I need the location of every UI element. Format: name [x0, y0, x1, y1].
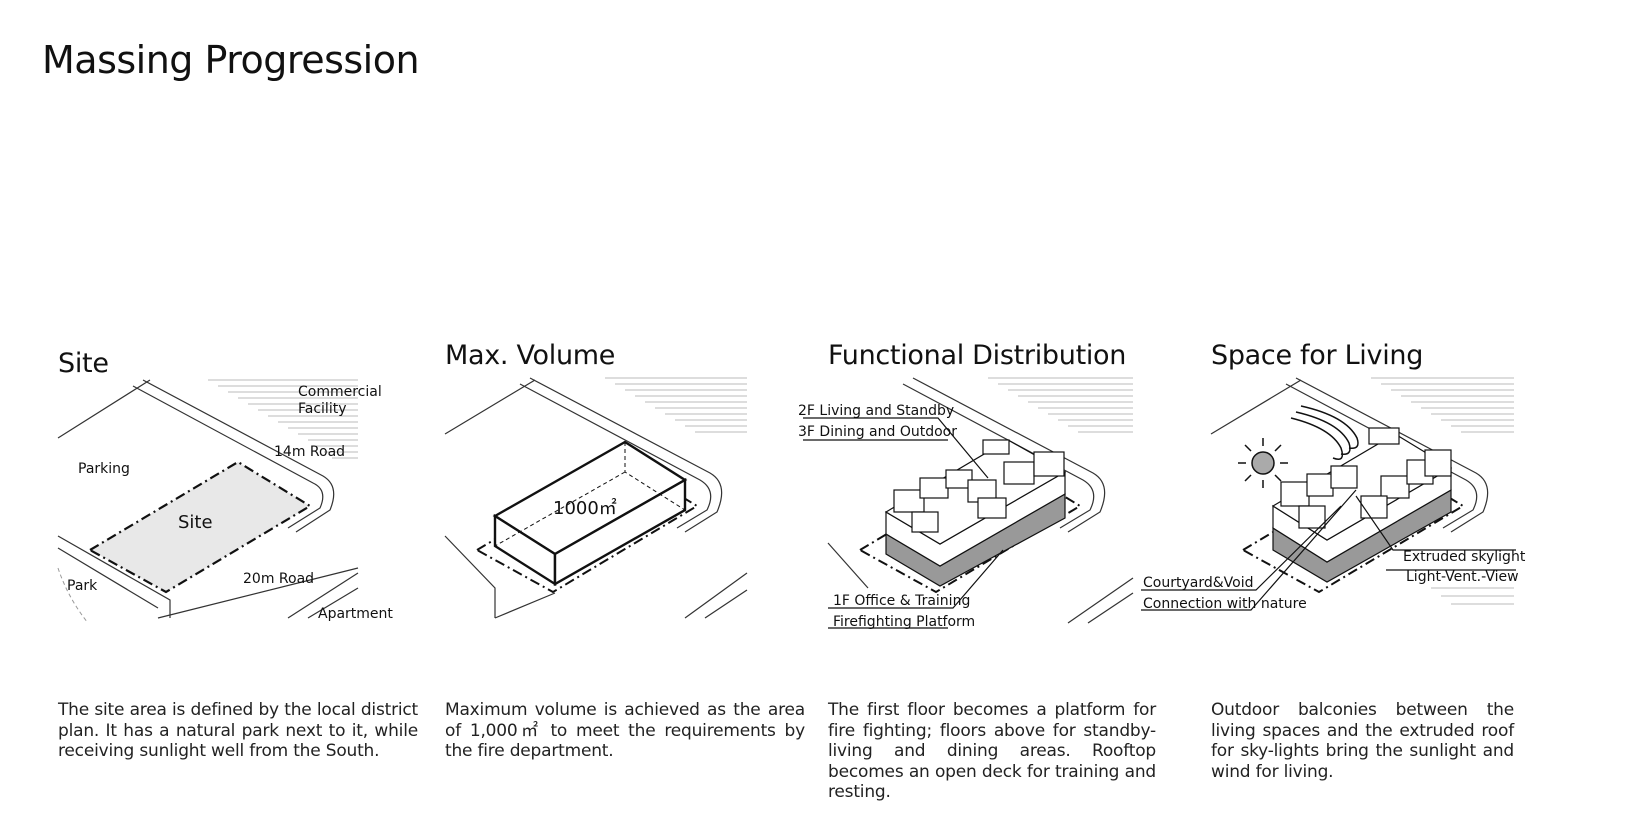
label-connection: Connection with nature [1143, 596, 1307, 612]
callout-lines [1141, 489, 1516, 611]
hatch [605, 377, 747, 433]
living-diagram: Extruded skylight Light-Vent.-View Court… [1141, 377, 1526, 612]
road-lines [444, 377, 748, 619]
max-volume-box [492, 440, 688, 587]
label-facility: Facility [298, 401, 347, 417]
panel-description: Maximum volume is achieved as the area o… [445, 700, 805, 761]
label-3f: 3F Dining and Outdoor [798, 424, 957, 440]
panel-space-for-living: Space for Living [1141, 340, 1581, 810]
panel-title: Functional Distribution [828, 340, 1127, 371]
functional-diagram: 2F Living and Standby 3F Dining and Outd… [798, 377, 1134, 630]
label-light-vent-view: Light-Vent.-View [1406, 569, 1519, 585]
page-title: Massing Progression [42, 38, 420, 82]
volume-diagram: 1000㎡ [444, 377, 748, 619]
label-20m-road: 20m Road [243, 571, 314, 587]
label-courtyard: Courtyard&Void [1143, 575, 1253, 591]
building-mass [884, 439, 1067, 587]
panel-title: Site [58, 348, 109, 379]
label-14m-road: 14m Road [274, 444, 345, 460]
panel-description: Outdoor balconies between the living spa… [1211, 700, 1514, 782]
site-boundary [87, 460, 313, 594]
road-lines [827, 377, 1134, 624]
hatch [1371, 377, 1514, 605]
label-area: 1000㎡ [553, 497, 617, 519]
site-diagram: Commercial Facility 14m Road Parking Sit… [57, 379, 393, 624]
road-lines [57, 379, 359, 619]
panel-title: Max. Volume [445, 340, 616, 371]
panel-max-volume: Max. Volume 1000㎡ Maximum volume i [444, 340, 815, 810]
park-edge [57, 567, 89, 624]
wind-icon [1290, 405, 1359, 460]
panel-description: The first floor becomes a platform for f… [828, 700, 1156, 802]
label-site: Site [178, 512, 213, 533]
label-extruded-skylight: Extruded skylight [1403, 549, 1526, 565]
label-1f: 1F Office & Training [833, 593, 970, 609]
panel-site: Site Commercial Facility 14m Road Parkin… [57, 340, 428, 810]
label-firefighting: Firefighting Platform [833, 614, 975, 630]
panel-title: Space for Living [1211, 340, 1424, 371]
panel-functional-distribution: Functional Distribution [798, 340, 1198, 810]
callout-lines [803, 417, 1004, 629]
building-mass [1271, 427, 1453, 583]
label-2f: 2F Living and Standby [798, 403, 954, 419]
sun-icon [1238, 438, 1288, 488]
hatch [988, 377, 1133, 433]
panel-description: The site area is defined by the local di… [58, 700, 418, 761]
label-park: Park [67, 578, 98, 594]
label-apartment: Apartment [318, 606, 393, 622]
label-parking: Parking [78, 461, 130, 477]
commercial-hatch [208, 379, 358, 459]
label-commercial: Commercial [298, 384, 382, 400]
road-lines [1210, 377, 1489, 533]
